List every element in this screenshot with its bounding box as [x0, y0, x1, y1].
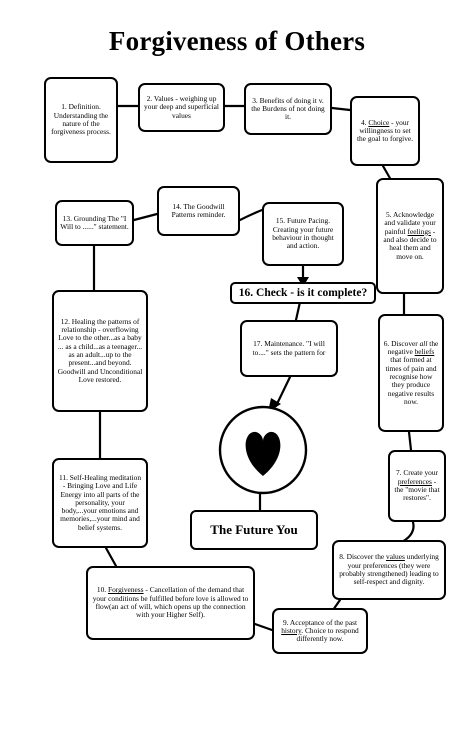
- step-4-text: 4. Choice - your willingness to set the …: [355, 117, 415, 144]
- step-17-box: 17. Maintenance. "I will to...." sets th…: [240, 320, 338, 377]
- step-10-rest: - Cancellation of the demand that your c…: [92, 585, 249, 620]
- future-you-box: The Future You: [190, 510, 318, 550]
- step-4-box: 4. Choice - your willingness to set the …: [350, 96, 420, 166]
- step-9-intro: 9. Acceptance of the past: [282, 617, 358, 627]
- arrow-17-heart: [274, 375, 292, 408]
- step-12-text: 12. Healing the patterns of relationship…: [57, 316, 143, 384]
- arrow-14-15: [238, 208, 264, 222]
- arrow-7-8: [400, 520, 415, 544]
- arrow-6-7: [407, 430, 413, 452]
- step-2-text: 2. Values - weighing up your deep and su…: [144, 94, 219, 120]
- step-10-number: 10.: [96, 585, 108, 595]
- arrow-10-11: [104, 546, 118, 568]
- future-you-text: The Future You: [210, 521, 298, 537]
- step-3-text: 3. Benefits of doing it v. the Burdens o…: [251, 95, 325, 122]
- step-16-check-box: 16. Check - is it complete?: [230, 282, 376, 304]
- page-title: Forgiveness of Others: [108, 26, 366, 56]
- arrow-13-14: [132, 212, 159, 222]
- step-6-text: 6. Discover all the negative beliefs tha…: [383, 338, 439, 406]
- step-1-text: 1. Definition. Understanding the nature …: [51, 102, 111, 137]
- step-7-text: 7. Create your preferences - the "movie …: [393, 469, 441, 502]
- step-7-keyword: preferences: [397, 476, 432, 486]
- step-8-box: 8. Discover the values underlying your p…: [332, 540, 446, 600]
- step-5-text: 5. Acknowledge and validate your painful…: [381, 211, 439, 261]
- step-2-box: 2. Values - weighing up your deep and su…: [138, 83, 225, 132]
- step-15-text: 15. Future Pacing. Creating your future …: [272, 216, 334, 251]
- step-6-rest: that formed at times of pain and recogni…: [385, 355, 437, 406]
- arrow-9-10: [253, 622, 274, 632]
- step-4-number: 4.: [360, 117, 369, 127]
- step-9-box: 9. Acceptance of the past history. Choic…: [272, 608, 368, 654]
- step-6-emphasis: all: [419, 338, 428, 348]
- step-8-keyword: values: [386, 552, 405, 562]
- step-6-keyword: beliefs: [414, 347, 435, 357]
- heart-icon: [245, 431, 281, 476]
- step-6-box: 6. Discover all the negative beliefs tha…: [378, 314, 444, 432]
- step-11-box: 11. Self-Healing meditation - Bringing L…: [52, 458, 148, 548]
- step-12-box: 12. Healing the patterns of relationship…: [52, 290, 148, 412]
- step-7-intro: 7. Create your: [395, 468, 439, 478]
- step-3-box: 3. Benefits of doing it v. the Burdens o…: [244, 83, 332, 135]
- step-4-keyword: Choice: [368, 117, 390, 127]
- step-6-mid: the negative: [387, 338, 439, 357]
- step-13-box: 13. Grounding The "I Will to ......" sta…: [55, 200, 134, 246]
- step-9-rest: . Choice to respond differently now.: [296, 625, 359, 644]
- step-5-intro: 5. Acknowledge and validate your painful: [384, 210, 436, 236]
- step-14-text: 14. The Goodwill Patterns reminder.: [171, 201, 226, 219]
- step-9-keyword: history: [281, 625, 302, 635]
- step-14-box: 14. The Goodwill Patterns reminder.: [157, 186, 240, 236]
- step-10-keyword: Forgiveness: [107, 585, 144, 595]
- arrow-3-4: [330, 106, 352, 112]
- step-9-text: 9. Acceptance of the past history. Choic…: [277, 617, 363, 644]
- step-8-rest: underlying your preferences (they were p…: [339, 552, 439, 587]
- step-15-box: 15. Future Pacing. Creating your future …: [262, 202, 344, 266]
- step-4-rest: - your willingness to set the goal to fo…: [356, 117, 414, 144]
- step-10-text: 10. Forgiveness - Cancellation of the de…: [91, 586, 250, 619]
- step-7-rest: - the "movie that restores".: [394, 476, 440, 503]
- step-5-rest: - and also decide to heal them and move …: [383, 226, 437, 261]
- step-10-box: 10. Forgiveness - Cancellation of the de…: [86, 566, 255, 640]
- step-13-text: 13. Grounding The "I Will to ......" sta…: [60, 213, 129, 231]
- step-1-box: 1. Definition. Understanding the nature …: [44, 77, 118, 163]
- step-8-intro: 8. Discover the: [339, 552, 387, 562]
- step-5-keyword: feelings: [407, 226, 431, 236]
- step-16-text: 16. Check - is it complete?: [238, 286, 368, 299]
- step-7-box: 7. Create your preferences - the "movie …: [388, 450, 446, 522]
- step-5-box: 5. Acknowledge and validate your painful…: [376, 178, 444, 294]
- step-8-text: 8. Discover the values underlying your p…: [337, 553, 441, 586]
- step-6-intro: 6. Discover: [383, 338, 420, 348]
- step-11-text: 11. Self-Healing meditation - Bringing L…: [58, 473, 142, 532]
- step-17-text: 17. Maintenance. "I will to...." sets th…: [252, 339, 326, 357]
- arrow-16-17: [294, 300, 302, 322]
- arrow-4-5: [381, 164, 393, 182]
